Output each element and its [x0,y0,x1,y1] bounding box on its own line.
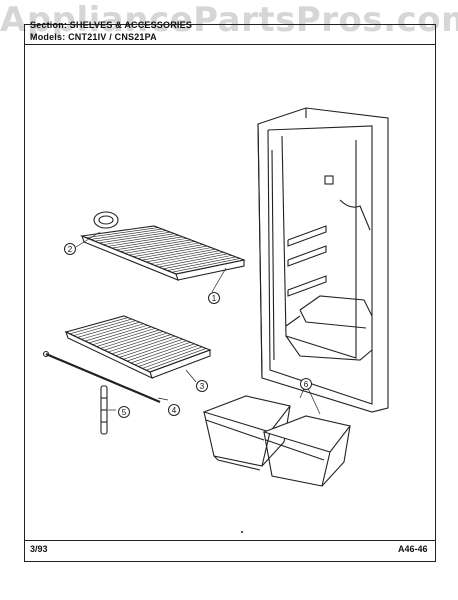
shelf-wire [146,348,207,371]
shelf-wire [137,245,208,259]
watermark-text: AppliancePartsPros.com [0,0,458,40]
callout-4: 4 [168,404,180,416]
shelf-wire [100,329,160,349]
shelf-wire [88,324,148,344]
callout-2a: 2 [64,243,76,255]
shelf-wire [81,321,140,340]
callout-5: 5 [118,406,130,418]
page-code: A46-46 [398,544,428,554]
svg-text:4: 4 [172,406,177,415]
shelf-wire [146,248,216,263]
svg-text:1: 1 [212,294,217,303]
crisper-drawer-right [262,415,351,487]
shelf-wire [167,256,236,271]
shelf-wire [134,343,195,366]
shelf-wire [90,228,163,240]
shelf-wire [124,241,195,254]
shelf-wire [86,227,159,239]
shelf-wire [120,239,191,252]
crisper-drawer-left [202,395,291,471]
models-title: Models: CNT21IV / CNS21PA [30,32,157,42]
refrigerator-cabinet [257,107,389,413]
footer-divider [24,540,436,542]
shelf-wire [138,345,199,367]
shelf-wire [130,341,191,364]
shelf-wire [119,337,179,358]
shelf-wire [92,326,152,346]
shelf-wire [107,234,179,247]
shelf-wire [128,242,200,256]
shelf-wire [107,332,168,353]
callout-1: 1 [208,292,220,304]
shelf-wire [126,340,187,362]
lower-wire-shelf [64,315,212,380]
shelf-wire [163,255,232,270]
shelf-wire [158,253,228,268]
shelf-wire [150,250,220,264]
shelf-wire [77,320,136,338]
svg-text:6: 6 [304,380,309,389]
shelf-wire [85,323,144,342]
callout-3: 3 [196,380,208,392]
shelf-wire [133,244,204,258]
stray-dot [241,531,243,533]
svg-text:2: 2 [68,245,73,254]
shelf-wire [111,334,172,355]
shelf-wire [123,338,183,360]
callout-6: 6 [300,378,312,390]
upper-wire-shelf [79,211,246,281]
shelf-wire [116,238,187,251]
section-title: Section: SHELVES & ACCESSORIES [30,20,193,30]
svg-text:3: 3 [200,382,205,391]
shelf-wire [104,331,164,351]
shelf-wire [141,247,212,261]
callout-markers: 2 1 3 4 5 6 [64,243,312,418]
shelf-support-rod [42,350,161,404]
shelf-wire [103,233,175,245]
shelf-wire [115,335,175,356]
shelf-wire [154,251,224,266]
revision-date: 3/93 [30,544,48,554]
shelf-wire [94,230,167,242]
shelf-wire [73,318,132,336]
shelf-wire [171,258,240,273]
shelf-wire [111,236,183,249]
shelf-wire [69,317,128,335]
shelf-wire [99,231,171,244]
shelf-wire [96,328,156,347]
header-divider [24,44,436,46]
support-pin [100,385,108,435]
svg-text:5: 5 [122,408,127,417]
shelf-wire [142,346,203,369]
diagram-frame [24,24,436,562]
